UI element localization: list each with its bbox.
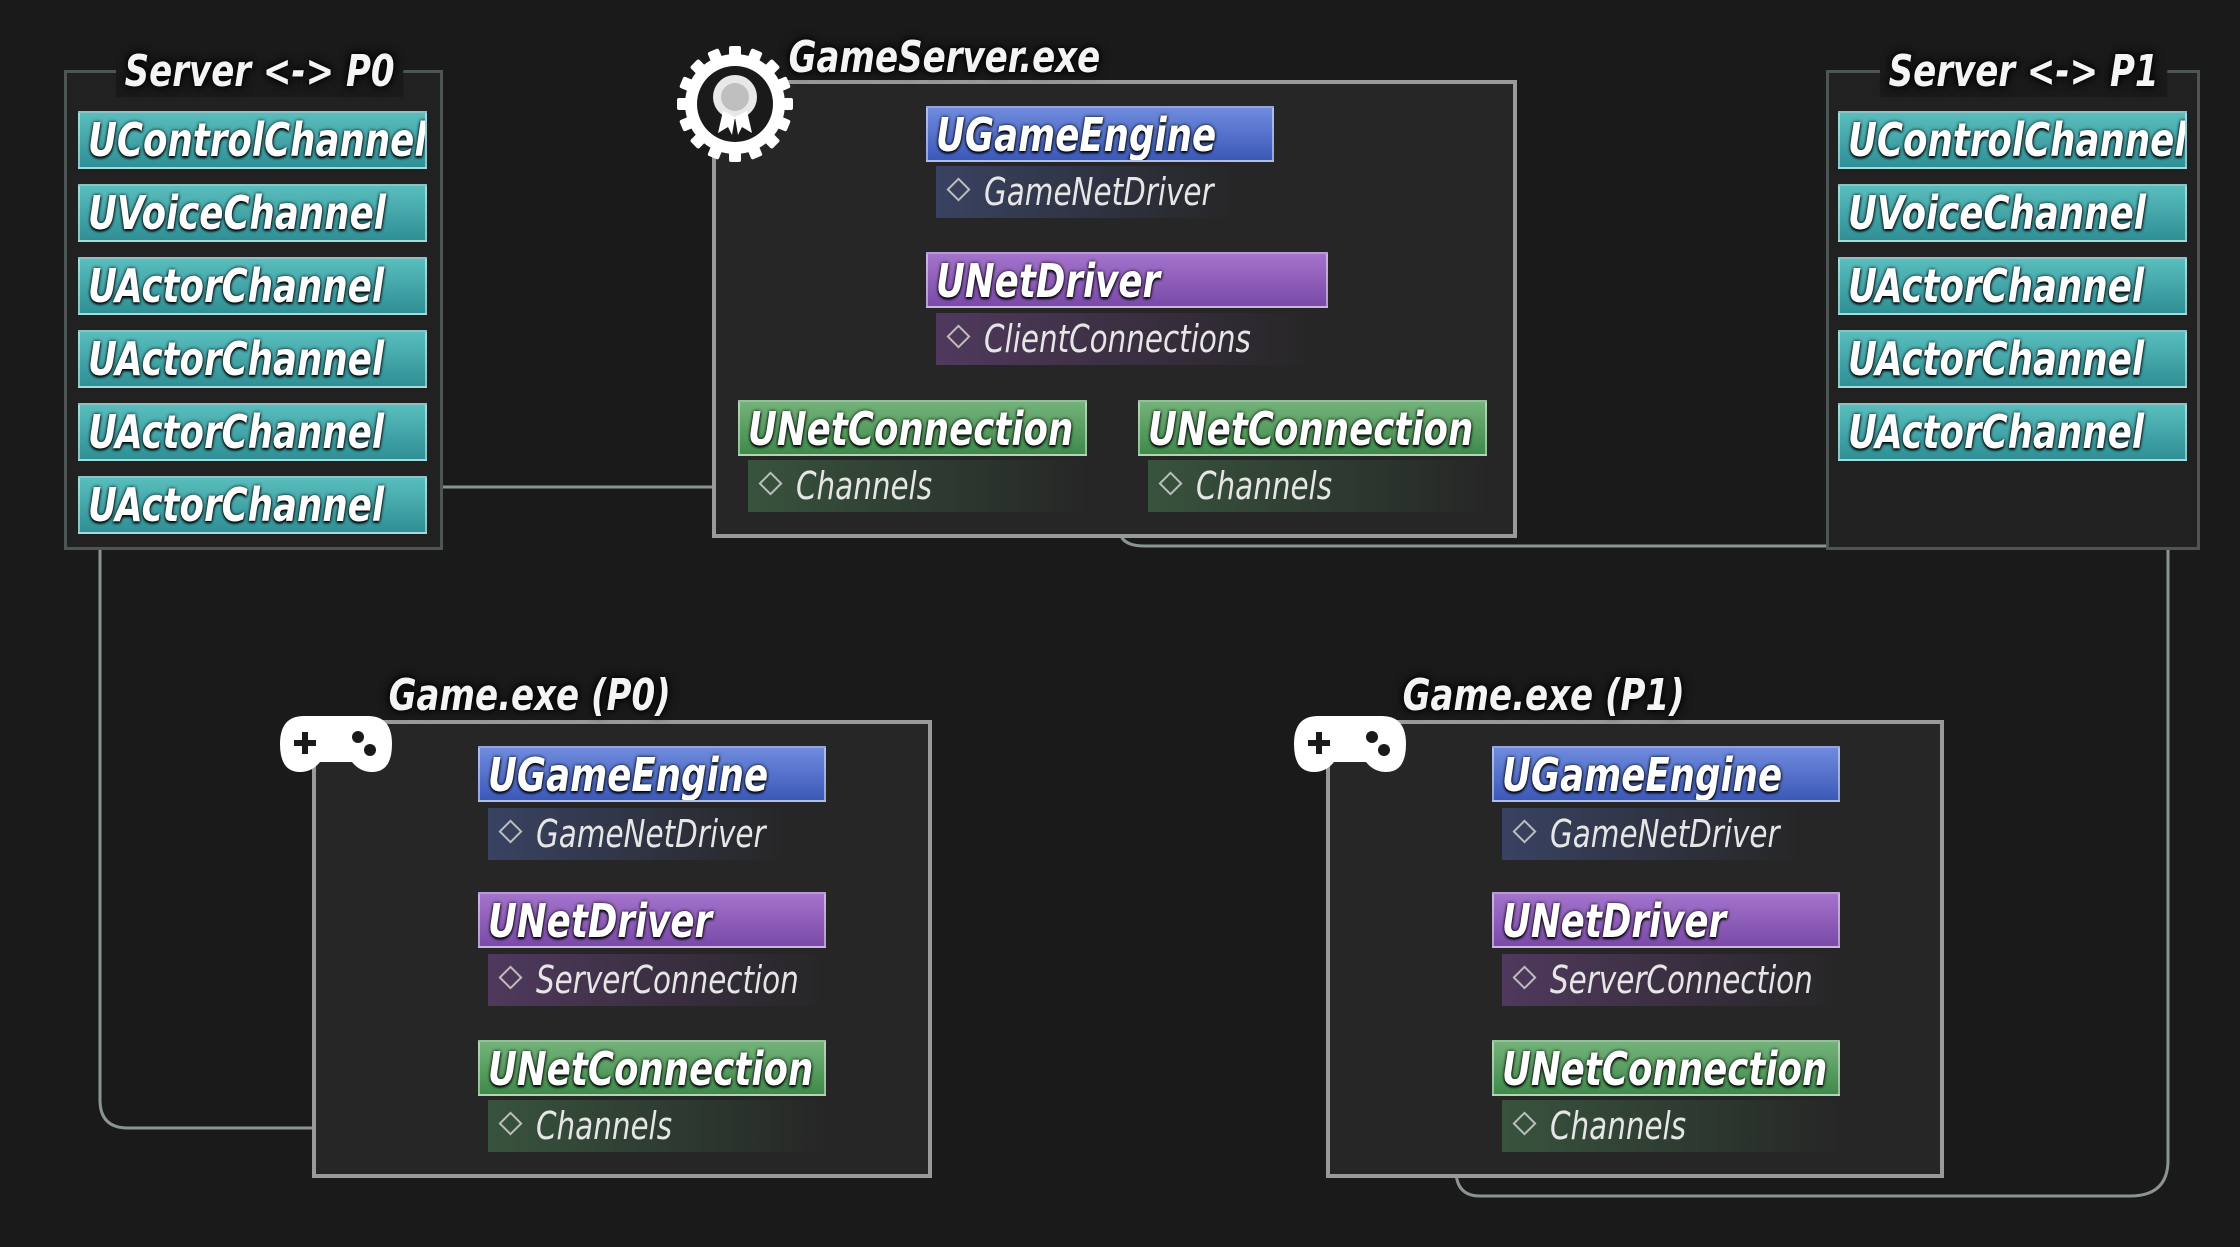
pin-diamond-icon [498,1111,523,1136]
channel-p0-4[interactable]: UActorChannel [78,403,427,461]
client-p0-title: Game.exe (P0) [388,670,671,721]
client-p1-connection-node[interactable]: UNetConnection [1492,1040,1840,1096]
channel-p0-1[interactable]: UVoiceChannel [78,184,427,242]
client-p0-driver-node[interactable]: UNetDriver [478,892,826,948]
channel-panel-p1-title: Server <-> P1 [1880,46,2168,97]
client-p0-driver-prop: ServerConnection [488,954,828,1006]
pin-diamond-icon [1158,471,1183,496]
client-p1-engine-prop: GameNetDriver [1502,808,1802,860]
server-title: GameServer.exe [788,32,1101,83]
channel-panel-p0-title: Server <-> P0 [116,46,404,97]
server-connection-0[interactable]: UNetConnection [738,400,1087,456]
server-driver-prop: ClientConnections [936,313,1316,365]
channel-p1-3[interactable]: UActorChannel [1838,330,2187,388]
channel-p0-0[interactable]: UControlChannel [78,111,427,169]
channel-p1-1[interactable]: UVoiceChannel [1838,184,2187,242]
channel-p1-0[interactable]: UControlChannel [1838,111,2187,169]
client-p0-engine-prop: GameNetDriver [488,808,788,860]
channel-p0-3[interactable]: UActorChannel [78,330,427,388]
gamepad-icon [280,716,392,772]
channel-p1-2[interactable]: UActorChannel [1838,257,2187,315]
pin-diamond-icon [1512,965,1537,990]
server-engine-prop: GameNetDriver [936,166,1236,218]
pin-diamond-icon [498,819,523,844]
client-p0-connection-prop: Channels [488,1100,828,1152]
client-p0-connection-node[interactable]: UNetConnection [478,1040,826,1096]
pin-diamond-icon [946,177,971,202]
pin-diamond-icon [1512,1111,1537,1136]
client-p1-title: Game.exe (P1) [1402,670,1685,721]
client-p1-driver-prop: ServerConnection [1502,954,1842,1006]
gamepad-icon [1294,716,1406,772]
client-p1-driver-node[interactable]: UNetDriver [1492,892,1840,948]
server-connection-0-prop: Channels [748,460,1088,512]
server-engine-node[interactable]: UGameEngine [926,106,1274,162]
client-p1-connection-prop: Channels [1502,1100,1842,1152]
server-connection-1-prop: Channels [1148,460,1488,512]
pin-diamond-icon [758,471,783,496]
client-p1-engine-node[interactable]: UGameEngine [1492,746,1840,802]
channel-p0-5[interactable]: UActorChannel [78,476,427,534]
pin-diamond-icon [946,324,971,349]
pin-diamond-icon [498,965,523,990]
client-p0-engine-node[interactable]: UGameEngine [478,746,826,802]
channel-p1-4[interactable]: UActorChannel [1838,403,2187,461]
server-connection-1[interactable]: UNetConnection [1138,400,1487,456]
award-gear-icon [677,46,793,162]
channel-p0-2[interactable]: UActorChannel [78,257,427,315]
server-driver-node[interactable]: UNetDriver [926,252,1328,308]
pin-diamond-icon [1512,819,1537,844]
